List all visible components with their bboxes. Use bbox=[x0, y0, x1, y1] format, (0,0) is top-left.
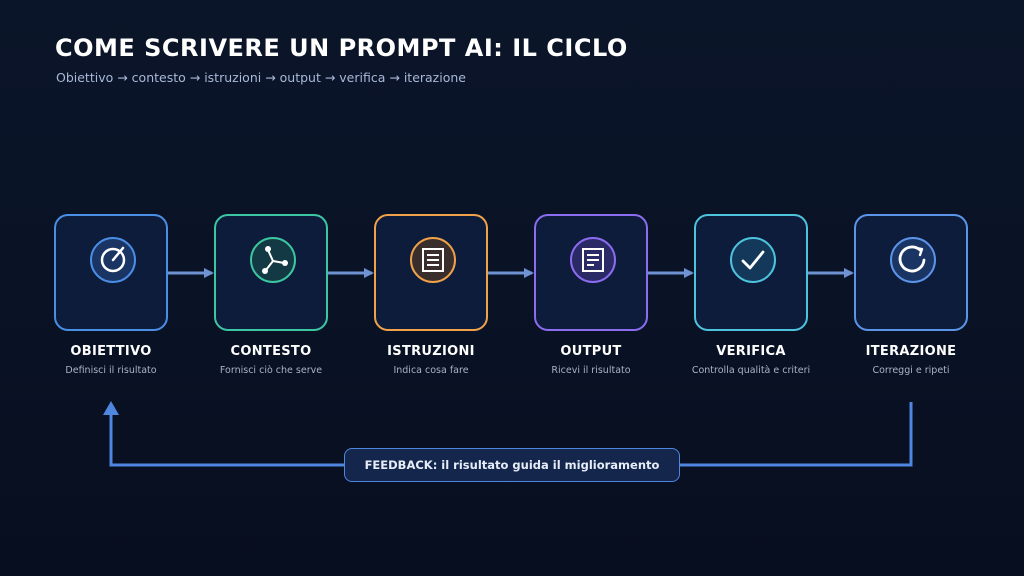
step-desc-output: Ricevi il risultato bbox=[551, 365, 631, 376]
page-subtitle: Obiettivo → contesto → istruzioni → outp… bbox=[56, 70, 466, 85]
step-verifica bbox=[694, 214, 808, 331]
refresh-icon bbox=[889, 236, 937, 284]
step-label-contesto: CONTESTO bbox=[230, 344, 312, 359]
step-desc-contesto: Fornisci ciò che serve bbox=[219, 365, 323, 376]
feedback-loop-line bbox=[103, 401, 913, 467]
document-icon bbox=[569, 236, 617, 284]
step-label-output: OUTPUT bbox=[560, 344, 622, 359]
step-obiettivo bbox=[54, 214, 168, 331]
page-title: COME SCRIVERE UN PROMPT AI: IL CICLO bbox=[55, 34, 628, 62]
feedback-label: FEEDBACK: il risultato guida il migliora… bbox=[344, 448, 680, 482]
target-icon bbox=[89, 236, 137, 284]
step-desc-verifica: Controlla qualità e criteri bbox=[691, 365, 811, 376]
step-istruzioni bbox=[374, 214, 488, 331]
check-icon bbox=[729, 236, 777, 284]
step-contesto bbox=[214, 214, 328, 331]
step-label-obiettivo: OBIETTIVO bbox=[70, 344, 152, 359]
step-desc-istruzioni: Indica cosa fare bbox=[393, 365, 469, 376]
list-icon bbox=[409, 236, 457, 284]
step-label-verifica: VERIFICA bbox=[716, 344, 786, 359]
network-icon bbox=[249, 236, 297, 284]
step-iterazione bbox=[854, 214, 968, 331]
step-label-istruzioni: ISTRUZIONI bbox=[387, 344, 475, 359]
step-desc-iterazione: Correggi e ripeti bbox=[872, 365, 950, 376]
step-label-iterazione: ITERAZIONE bbox=[865, 344, 957, 359]
step-output bbox=[534, 214, 648, 331]
step-desc-obiettivo: Definisci il risultato bbox=[65, 365, 157, 376]
